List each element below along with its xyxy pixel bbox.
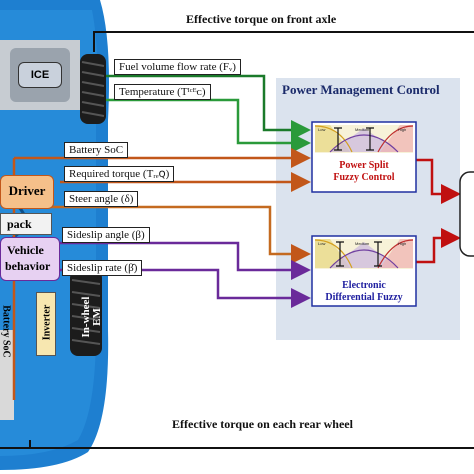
power-split-fuzzy-box <box>311 121 417 193</box>
driver-label: Driver <box>8 183 46 198</box>
mf2-low: Low <box>318 241 326 246</box>
temperature-label: Temperature (Tᴵᶜᴱᴄ) <box>114 84 211 100</box>
mf1-high: High <box>398 127 407 132</box>
sideslip-angle-line <box>60 241 311 280</box>
fuel-flow-label: Fuel volume flow rate (Fᵥ) <box>114 59 241 75</box>
battery-soc-label: Battery SoC <box>64 142 129 158</box>
driver-block: Driver <box>0 175 54 209</box>
differential-output <box>414 228 461 264</box>
battery-soc-vertical-label: Battery SoC <box>0 305 12 358</box>
sideslip-angle-label: Sideslip angle (β) <box>62 227 150 243</box>
steer-angle-line <box>48 205 311 264</box>
fuel-flow-line <box>106 74 311 140</box>
electronic-differential-label: Electronic Differential Fuzzy <box>325 280 403 303</box>
electronic-differential-fuzzy-box <box>311 235 417 307</box>
ice-label: ICE <box>30 69 50 81</box>
output-block <box>459 171 474 257</box>
vehicle-label: Vehicle <box>7 243 44 257</box>
pack-block: pack <box>0 213 52 235</box>
sideslip-rate-label: Sideslip rate (β̇) <box>62 260 143 276</box>
panel-title: Power Management Control <box>282 82 440 97</box>
steer-angle-label: Steer angle (δ) <box>64 191 139 207</box>
inverter-block: Inverter <box>36 292 56 356</box>
power-split-output <box>414 158 461 204</box>
mf1-low: Low <box>318 127 326 132</box>
inwheel-em-label: In-wheel EM <box>80 296 103 338</box>
front-axle-torque-label: Effective torque on front axle <box>186 12 337 26</box>
mf2-medium: Medium <box>355 241 370 246</box>
rear-tire <box>70 270 102 356</box>
behavior-label: behavior <box>5 259 51 273</box>
ice-block: ICE <box>18 62 62 88</box>
inverter-label: Inverter <box>41 304 53 341</box>
power-split-label: Power Split Fuzzy Control <box>333 160 395 183</box>
pack-label: pack <box>7 217 32 231</box>
required-torque-label: Required torque (Tᵣₑꞯ) <box>64 166 175 182</box>
front-torque-line <box>93 31 474 52</box>
rear-wheel-torque-label: Effective torque on each rear wheel <box>172 417 353 431</box>
mf1-medium: Medium <box>355 127 370 132</box>
front-tire <box>80 54 106 124</box>
temperature-line <box>106 98 311 153</box>
vehicle-behavior-block: Vehicle behavior <box>0 237 60 281</box>
mf2-high: High <box>398 241 407 246</box>
